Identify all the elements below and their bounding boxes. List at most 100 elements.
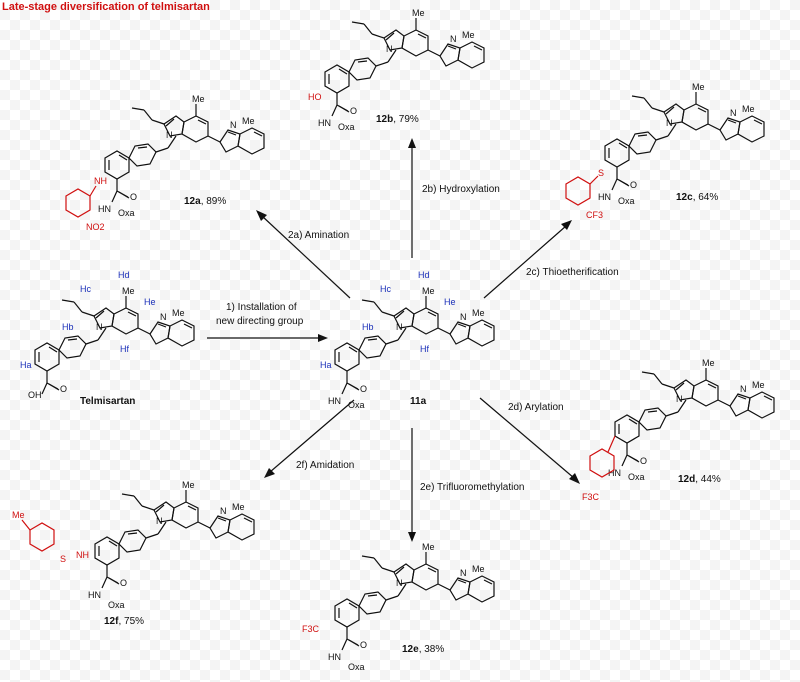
compound-12e-label: 12e, 38%	[402, 644, 444, 655]
atom-me: Me	[122, 286, 135, 296]
atom-me: Me	[182, 480, 195, 490]
atom-o: O	[60, 384, 67, 394]
site-hc: Hc	[380, 284, 391, 294]
atom-n: N	[156, 516, 163, 526]
atom-n: N	[230, 120, 237, 130]
arrow-hydroxylation	[408, 138, 416, 258]
atom-me: Me	[472, 308, 485, 318]
site-hc: Hc	[80, 284, 91, 294]
reaction-1-label-line1: 1) Installation of	[226, 302, 297, 313]
atom-n: N	[666, 118, 673, 128]
reaction-2a-label: 2a) Amination	[288, 230, 349, 241]
reaction-2f-label: 2f) Amidation	[296, 460, 354, 471]
compound-12e-structure: N Me N Me O HN Oxa F3C	[302, 542, 495, 672]
compound-12a-structure: N Me N Me O HN Oxa NH NO2	[65, 94, 265, 232]
atom-n: N	[220, 506, 227, 516]
site-hd: Hd	[418, 270, 430, 280]
atom-o: O	[360, 384, 367, 394]
atom-f3c: F3C	[302, 624, 320, 634]
atom-o: O	[130, 192, 137, 202]
atom-o: O	[630, 180, 637, 190]
atom-hn: HN	[608, 468, 621, 478]
reaction-2e-label: 2e) Trifluoromethylation	[420, 482, 525, 493]
telmisartan-structure: N Me N Me OH O Ha Hb Hc Hd He Hf	[20, 270, 195, 400]
atom-hn: HN	[328, 396, 341, 406]
atom-me: Me	[192, 94, 205, 104]
atom-me: Me	[752, 380, 765, 390]
arrow-thioetherification	[483, 220, 572, 299]
atom-oxa: Oxa	[348, 662, 365, 672]
site-hd: Hd	[118, 270, 130, 280]
site-ha: Ha	[20, 360, 32, 370]
compound-12b-label: 12b, 79%	[376, 114, 419, 125]
compound-12f-structure: N Me N Me O HN Oxa Me S NH	[12, 480, 255, 610]
atom-n: N	[676, 394, 683, 404]
site-hf: Hf	[420, 344, 429, 354]
compound-11a-structure: N Me N Me O HN Oxa Ha Hb Hc Hd He Hf	[320, 270, 495, 410]
atom-hn: HN	[598, 192, 611, 202]
atom-me: Me	[12, 510, 25, 520]
atom-o: O	[640, 456, 647, 466]
compound-12a-label: 12a, 89%	[184, 196, 226, 207]
atom-n: N	[160, 312, 167, 322]
atom-oxa: Oxa	[628, 472, 645, 482]
atom-me: Me	[172, 308, 185, 318]
arrow-trifluoromethylation	[408, 428, 416, 542]
site-ha: Ha	[320, 360, 332, 370]
atom-n: N	[450, 34, 457, 44]
compound-12d-label: 12d, 44%	[678, 474, 721, 485]
scheme-title: Late-stage diversification of telmisarta…	[2, 1, 210, 13]
site-he: He	[144, 297, 156, 307]
atom-o: O	[120, 578, 127, 588]
atom-me: Me	[692, 82, 705, 92]
atom-n: N	[166, 130, 173, 140]
atom-hn: HN	[88, 590, 101, 600]
atom-oh: OH	[28, 390, 42, 400]
atom-oxa: Oxa	[118, 208, 135, 218]
compound-12b-structure: N Me N Me O HN Oxa HO	[308, 8, 485, 132]
reaction-2c-label: 2c) Thioetherification	[526, 267, 619, 278]
compound-12c-label: 12c, 64%	[676, 192, 718, 203]
compound-12d-structure: N Me N Me O HN Oxa F3C	[582, 358, 775, 502]
atom-n: N	[460, 568, 467, 578]
atom-me: Me	[242, 116, 255, 126]
atom-oxa: Oxa	[348, 400, 365, 410]
atom-n: N	[386, 44, 393, 54]
atom-me: Me	[462, 30, 475, 40]
atom-hn: HN	[98, 204, 111, 214]
telmisartan-label: Telmisartan	[80, 396, 135, 407]
site-hb: Hb	[362, 322, 374, 332]
atom-o: O	[360, 640, 367, 650]
atom-nh: NH	[76, 550, 89, 560]
atom-me: Me	[232, 502, 245, 512]
atom-s: S	[598, 168, 604, 178]
site-hb: Hb	[62, 322, 74, 332]
atom-me: Me	[422, 286, 435, 296]
compound-11a-label: 11a	[410, 396, 427, 407]
reaction-2b-label: 2b) Hydroxylation	[422, 184, 500, 195]
atom-s: S	[60, 554, 66, 564]
reaction-2d-label: 2d) Arylation	[508, 402, 564, 413]
compound-12f-label: 12f, 75%	[104, 616, 144, 627]
atom-oxa: Oxa	[108, 600, 125, 610]
atom-n: N	[96, 322, 103, 332]
arrow-installation	[207, 334, 328, 342]
atom-me: Me	[742, 104, 755, 114]
atom-oxa: Oxa	[338, 122, 355, 132]
atom-hn: HN	[318, 118, 331, 128]
atom-n: N	[740, 384, 747, 394]
atom-me: Me	[702, 358, 715, 368]
atom-me: Me	[472, 564, 485, 574]
atom-oxa: Oxa	[618, 196, 635, 206]
site-hf: Hf	[120, 344, 129, 354]
atom-ho: HO	[308, 92, 322, 102]
atom-no2: NO2	[86, 222, 105, 232]
atom-cf3: CF3	[586, 210, 603, 220]
atom-o: O	[350, 106, 357, 116]
atom-me: Me	[412, 8, 425, 18]
atom-n: N	[396, 322, 403, 332]
atom-f3c: F3C	[582, 492, 600, 502]
arrow-arylation	[479, 397, 580, 484]
